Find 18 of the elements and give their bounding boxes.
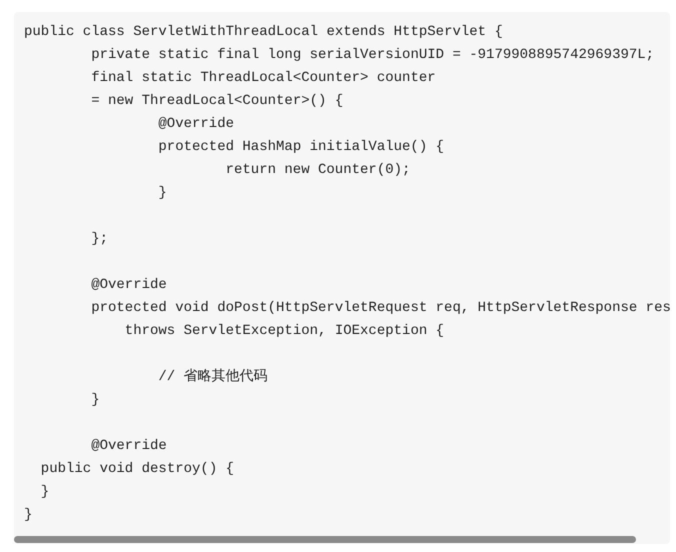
code-line: @Override <box>91 276 167 294</box>
code-line: @Override <box>91 437 167 455</box>
code-line: public class ServletWithThreadLocal extends HttpServlet { <box>24 23 503 41</box>
code-line: } <box>91 391 100 409</box>
code-line: } <box>40 483 50 501</box>
code-line: final static ThreadLocal<Counter> counter <box>91 69 436 87</box>
code-line: public void destroy() { <box>40 460 234 478</box>
code-line: } <box>24 506 32 524</box>
code-line: @Override <box>158 115 234 133</box>
code-line: // 省略其他代码 <box>158 368 268 386</box>
code-line: private static final long serialVersionUID = -9179908895742969397L; <box>91 46 654 64</box>
code-line: throws ServletException, IOException { <box>124 322 444 340</box>
code-line: } <box>158 184 167 202</box>
code-line: = new ThreadLocal<Counter>() { <box>91 92 344 110</box>
code-line: protected void doPost(HttpServletRequest req, HttpServletResponse res <box>91 299 671 317</box>
code-line: return new Counter(0); <box>226 161 410 179</box>
code-line: protected HashMap initialValue() { <box>158 138 444 156</box>
code-line: }; <box>91 230 108 248</box>
